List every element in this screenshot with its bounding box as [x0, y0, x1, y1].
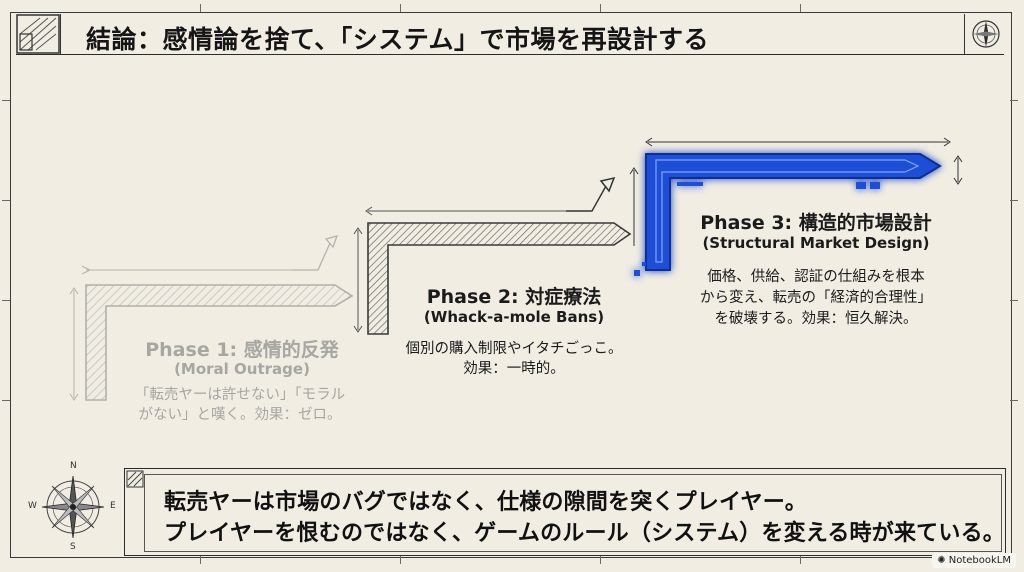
footer-line-2: プレイヤーを恨むのではなく、ゲームのルール（システム）を変える時が来ている。	[164, 521, 1005, 546]
corner-drafting-icon	[16, 14, 60, 54]
phase1-title: Phase 1: 感情的反発	[145, 339, 339, 361]
footer-corner-icon	[126, 470, 144, 488]
badge-label: NotebookLM	[948, 555, 1011, 566]
phase2-subtitle: (Whack-a-mole Bans)	[423, 308, 605, 326]
footer-box-inner	[144, 474, 1002, 552]
title-box	[16, 12, 1004, 55]
phase3-subtitle: (Structural Market Design)	[702, 234, 930, 252]
compass-n: N	[70, 461, 77, 471]
phase2-bracket	[353, 176, 632, 335]
phase3-desc-2: から変え、転売の「経済的合理性」	[700, 290, 932, 306]
notebooklm-badge: ✺ NotebookLM	[932, 553, 1016, 568]
phase1-subtitle: (Moral Outrage)	[174, 360, 310, 378]
compass-icon	[972, 20, 1000, 48]
phase2-title: Phase 2: 対症療法	[426, 286, 602, 308]
footer-line-1: 転売ヤーは市場のバグではなく、仕様の隙間を突くプレイヤー。	[164, 490, 807, 515]
phase2-desc-2: 効果：一時的。	[463, 361, 565, 377]
compass-w: W	[28, 501, 37, 511]
footer-box	[124, 468, 1006, 556]
phase1-bracket	[69, 235, 354, 401]
compass-e: E	[110, 501, 116, 511]
phase3-title: Phase 3: 構造的市場設計	[700, 212, 932, 234]
phase2-desc-1: 個別の購入制限やイタチごっこ。	[405, 341, 623, 357]
phase1-desc-2: がない」と嘆く。効果：ゼロ。	[138, 407, 342, 423]
phase1-desc-1: 「転売ヤーは許せない」「モラル	[134, 387, 346, 403]
badge-icon: ✺	[937, 555, 949, 566]
compass-s: S	[70, 542, 76, 552]
compass-rose-icon	[41, 475, 105, 539]
title-divider-right	[964, 14, 965, 54]
page-title: 結論：感情論を捨て、「システム」で市場を再設計する	[86, 25, 710, 54]
phase3-bracket	[629, 137, 963, 276]
phase3-desc-1: 価格、供給、認証の仕組みを根本	[707, 269, 925, 285]
phase-diagram	[69, 137, 963, 401]
outer-frame	[10, 12, 1012, 558]
phase3-desc-3: を破壊する。効果：恒久解決。	[714, 311, 918, 327]
title-divider	[60, 14, 61, 54]
